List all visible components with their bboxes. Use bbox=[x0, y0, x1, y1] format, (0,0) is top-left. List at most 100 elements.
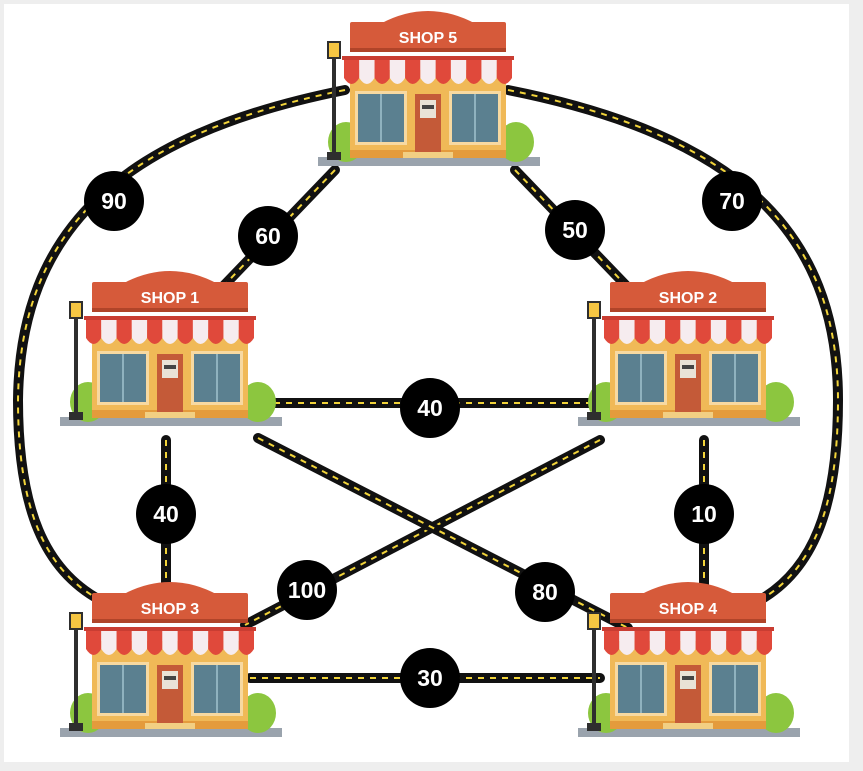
lamp-pole bbox=[332, 58, 336, 158]
shop-ground bbox=[578, 417, 800, 426]
awning-scallop bbox=[389, 78, 406, 84]
awning-scallop bbox=[741, 338, 757, 344]
sign-shadow bbox=[92, 619, 248, 623]
awning-scallop bbox=[86, 649, 102, 655]
awning-stripe bbox=[619, 627, 635, 649]
lamp-base bbox=[69, 723, 83, 731]
weight-badge-shop2-shop3: 100 bbox=[277, 560, 337, 620]
awning-scallop bbox=[604, 338, 620, 344]
awning-scallop bbox=[162, 649, 178, 655]
awning-stripe bbox=[435, 56, 451, 78]
sign-crest bbox=[122, 271, 218, 284]
awning-scallop bbox=[481, 78, 497, 84]
awning-scallop bbox=[238, 338, 254, 344]
awning-stripe bbox=[223, 316, 239, 338]
awning-scallop bbox=[86, 338, 102, 344]
lamp-head bbox=[587, 301, 601, 319]
lamp-head bbox=[69, 612, 83, 630]
awning-stripe bbox=[466, 56, 482, 78]
awning-stripe bbox=[741, 627, 757, 649]
bush-icon bbox=[498, 122, 534, 162]
awning-stripe bbox=[726, 316, 742, 338]
door-step bbox=[663, 412, 713, 418]
weight-badge-shop5-shop4: 70 bbox=[702, 171, 762, 231]
weight-label: 40 bbox=[417, 395, 443, 421]
awning-stripe bbox=[756, 316, 772, 338]
awning-stripe bbox=[147, 316, 163, 338]
bush-icon bbox=[758, 693, 794, 733]
door-step bbox=[663, 723, 713, 729]
shop-sign bbox=[92, 593, 248, 623]
awning-scallop bbox=[680, 649, 696, 655]
open-sign-icon bbox=[164, 676, 176, 680]
weight-badge-circle bbox=[277, 560, 337, 620]
weight-badge-circle bbox=[84, 171, 144, 231]
awning-scallop bbox=[147, 338, 163, 344]
awning-scallop bbox=[756, 338, 772, 344]
door-step bbox=[403, 152, 453, 158]
awning-stripe bbox=[405, 56, 421, 78]
awning-scallop bbox=[374, 78, 390, 84]
awning-stripe bbox=[741, 316, 757, 338]
awning-scallop bbox=[177, 649, 193, 655]
awning-stripe bbox=[756, 627, 772, 649]
awning-stripe bbox=[223, 627, 239, 649]
sign-shadow bbox=[350, 48, 506, 52]
weight-badge-shop5-shop3: 90 bbox=[84, 171, 144, 231]
weight-label: 100 bbox=[288, 577, 326, 603]
awning-stripe bbox=[238, 627, 254, 649]
awning-stripe bbox=[496, 56, 512, 78]
awning-scallop bbox=[741, 649, 757, 655]
awning-scallop bbox=[649, 338, 666, 344]
weight-label: 40 bbox=[153, 501, 179, 527]
awning-scallop bbox=[604, 649, 620, 655]
sign-shadow bbox=[610, 308, 766, 312]
awning-scallop bbox=[496, 78, 512, 84]
awning-scallop bbox=[101, 649, 117, 655]
awning bbox=[84, 316, 256, 344]
sign-crest bbox=[122, 582, 218, 595]
lamp-base bbox=[69, 412, 83, 420]
awning-scallop bbox=[435, 78, 451, 84]
awning bbox=[84, 627, 256, 655]
awning-stripe bbox=[177, 627, 193, 649]
lamp-head bbox=[587, 612, 601, 630]
street-lamp-icon bbox=[69, 612, 83, 731]
awning-scallop bbox=[619, 338, 635, 344]
awning-scallop bbox=[665, 338, 681, 344]
lamp-pole bbox=[592, 629, 596, 729]
awning-top-edge bbox=[84, 627, 256, 631]
lamp-pole bbox=[592, 318, 596, 418]
awning-scallop bbox=[147, 649, 163, 655]
awning-scallop bbox=[450, 78, 467, 84]
awning-stripe bbox=[177, 316, 193, 338]
lamp-base bbox=[587, 723, 601, 731]
weight-badge-circle bbox=[238, 206, 298, 266]
awning-stripe bbox=[116, 627, 132, 649]
shop-shop3: SHOP 3 bbox=[60, 582, 282, 737]
awning-scallop bbox=[359, 78, 375, 84]
awning-scallop bbox=[665, 649, 681, 655]
awning-top-edge bbox=[342, 56, 514, 60]
awning-scallop bbox=[131, 649, 148, 655]
awning-stripe bbox=[192, 627, 209, 649]
awning-stripe bbox=[389, 56, 406, 78]
street-lamp-icon bbox=[69, 301, 83, 420]
awning-stripe bbox=[359, 56, 375, 78]
weight-label: 90 bbox=[101, 188, 127, 214]
bush-icon bbox=[758, 382, 794, 422]
open-sign-icon bbox=[682, 676, 694, 680]
shop-label: SHOP 5 bbox=[399, 30, 458, 47]
awning-scallop bbox=[466, 78, 482, 84]
awning-stripe bbox=[710, 627, 727, 649]
sign-crest bbox=[380, 11, 476, 24]
lamp-pole bbox=[74, 629, 78, 729]
awning-scallop bbox=[695, 649, 711, 655]
shop-shop1: SHOP 1 bbox=[60, 271, 282, 426]
weight-label: 60 bbox=[255, 223, 281, 249]
awning-stripe bbox=[192, 316, 209, 338]
awning-stripe bbox=[208, 316, 224, 338]
street-lamp-icon bbox=[327, 41, 341, 160]
awning-scallop bbox=[420, 78, 436, 84]
